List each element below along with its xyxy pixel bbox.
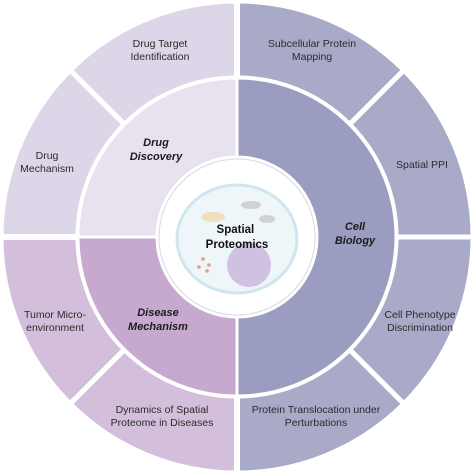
item-label-tumor-microenvironment: Tumor Micro-environment <box>24 309 87 334</box>
cell-vesicle <box>205 269 209 273</box>
cell-icon <box>175 183 299 295</box>
cell-organelle <box>259 215 275 223</box>
item-label-subcellular-protein-mapping-line: Mapping <box>292 51 332 63</box>
inner-sector-disease-mechanism <box>76 235 239 398</box>
cell-vesicle <box>197 265 201 269</box>
cell-organelle <box>201 212 225 222</box>
center-label: Spatial Proteomics <box>206 224 269 251</box>
item-label-drug-mechanism-line: Mechanism <box>20 163 74 175</box>
section-label-drug-discovery-line: Drug <box>143 137 169 149</box>
item-label-dynamics-spatial-proteome-line: Dynamics of Spatial <box>116 404 209 416</box>
cell-vesicle <box>207 263 211 267</box>
item-label-tumor-microenvironment-line: Tumor Micro- <box>24 309 87 321</box>
section-label-disease-mechanism-line: Disease <box>137 307 179 319</box>
cell-organelle <box>241 201 261 209</box>
item-label-protein-translocation-line: Protein Translocation under <box>252 404 381 416</box>
inner-sector-cell-biology <box>235 76 398 398</box>
center-label-line-2: Proteomics <box>206 239 269 251</box>
item-label-drug-target-identification-line: Drug Target <box>133 38 188 50</box>
center-circle: Spatial Proteomics <box>158 158 316 316</box>
inner-ring <box>76 76 398 398</box>
center-label-line-1: Spatial <box>217 224 255 236</box>
item-label-tumor-microenvironment-line: environment <box>26 322 84 334</box>
item-label-spatial-ppi-line: Spatial PPI <box>396 159 448 171</box>
item-label-protein-translocation-line: Perturbations <box>285 417 347 429</box>
item-label-dynamics-spatial-proteome-line: Proteome in Diseases <box>111 417 214 429</box>
item-label-cell-phenotype-line: Discrimination <box>387 322 453 334</box>
item-label-subcellular-protein-mapping-line: Subcellular Protein <box>268 38 356 50</box>
section-label-disease-mechanism-line: Mechanism <box>128 321 188 333</box>
inner-sector-drug-discovery <box>76 76 239 239</box>
section-label-cell-biology-line: Biology <box>335 235 376 247</box>
item-label-cell-phenotype-line: Cell Phenotype <box>384 309 455 321</box>
item-label-drug-target-identification-line: Identification <box>131 51 190 63</box>
section-label-drug-discovery-line: Discovery <box>130 151 183 163</box>
cell-vesicle <box>201 257 205 261</box>
section-label-cell-biology-line: Cell <box>345 221 366 233</box>
item-label-drug-mechanism-line: Drug <box>36 150 59 162</box>
item-label-spatial-ppi: Spatial PPI <box>396 159 448 171</box>
cell-nucleus <box>227 243 271 287</box>
